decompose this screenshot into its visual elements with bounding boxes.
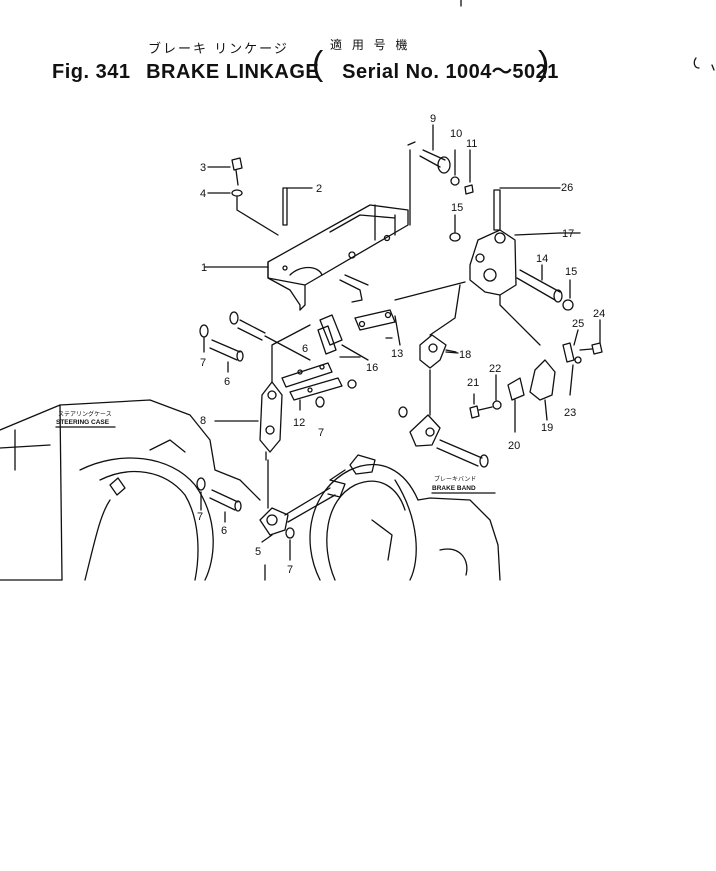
callout-5: 5: [255, 546, 261, 558]
callout-3: 3: [200, 162, 206, 174]
open-paren: (: [312, 45, 324, 83]
link-plate-part-13: [354, 281, 466, 346]
lever-part-8: [214, 324, 311, 461]
clevis-part-16: [317, 314, 369, 361]
clip-part-25: [562, 329, 579, 363]
callout-10: 10: [450, 128, 462, 140]
callout-2: 2: [316, 183, 322, 195]
bolt-part-24: [579, 319, 603, 355]
bolt-part-3: [207, 157, 243, 186]
corner-mark: [693, 57, 700, 69]
bolt-part-26: [493, 187, 561, 231]
callout-23: 23: [564, 407, 576, 419]
steering-case-jp-label: ステアリングケース: [58, 410, 112, 418]
callout-4: 4: [200, 188, 206, 200]
callout-7-bottom: 7: [287, 564, 293, 576]
brake-band: [309, 454, 501, 581]
callout-16: 16: [366, 362, 378, 374]
callout-11: 11: [466, 138, 477, 150]
callout-22: 22: [489, 363, 501, 375]
corner-mark-small: [711, 64, 715, 71]
pin-part-6-upper: [209, 339, 244, 373]
washer-part-4: [207, 189, 279, 236]
rod-end-part-18: [419, 284, 461, 369]
lever-part-5: [259, 459, 346, 543]
washer-part-15-right: [562, 279, 574, 311]
callout-7-middle: 7: [318, 427, 324, 439]
close-paren: ): [538, 45, 550, 83]
callout-9: 9: [430, 113, 436, 125]
callout-17: 17: [562, 228, 574, 240]
pin-part-6-middle: [229, 311, 311, 361]
callout-18: 18: [459, 349, 471, 361]
bracket-part-19: [529, 359, 556, 421]
brake-band-label: BRAKE BAND: [432, 485, 476, 492]
pin-part-14: [516, 264, 563, 303]
callout-7-upper: 7: [200, 357, 206, 369]
link-plates-part-12: [281, 362, 343, 411]
callout-12: 12: [293, 417, 305, 429]
pin-part-9: [419, 124, 451, 174]
washer-part-7-lower: [196, 477, 295, 561]
japanese-title: ブレーキ リンケージ: [148, 42, 289, 57]
callout-26: 26: [561, 182, 573, 194]
washer-part-23: [569, 356, 582, 396]
callout-21: 21: [467, 377, 479, 389]
figure-number: Fig. 341: [52, 61, 131, 83]
callout-19: 19: [541, 422, 553, 434]
washer-part-15-upper: [449, 214, 461, 242]
callout-7-left: 7: [197, 511, 203, 523]
bolt-part-21: [469, 393, 493, 419]
serial-range: Serial No. 1004～5021: [342, 61, 559, 83]
callout-25: 25: [572, 318, 584, 330]
callout-6-middle: 6: [302, 343, 308, 355]
nut-part-10: [450, 149, 460, 186]
callout-8: 8: [200, 415, 206, 427]
pin-part-2: [282, 187, 313, 226]
callout-1: 1: [201, 262, 207, 274]
callout-6-upper: 6: [224, 376, 230, 388]
callout-15-right: 15: [565, 266, 577, 278]
washer-part-7-middle: [315, 379, 357, 408]
region-labels: ステアリングケース STEERING CASE ブレーキバンド BRAKE BA…: [56, 410, 476, 492]
lever-part-17: [469, 229, 561, 346]
callout-13: 13: [391, 348, 403, 360]
figure-heading: Fig. 341 BRAKE LINKAGE ( Serial No. 1004…: [52, 45, 559, 84]
callout-14: 14: [536, 253, 548, 265]
callout-24: 24: [593, 308, 605, 320]
washer-part-7-upper: [199, 324, 209, 353]
callout-15-upper: 15: [451, 202, 463, 214]
bracket-part-1: [267, 141, 416, 311]
callout-6-lower: 6: [221, 525, 227, 537]
pin-part-6-lower: [209, 489, 242, 523]
callout-numbers: 1 2 3 4 5 6 6 6 7 7 7 7 8 9 10 11 12 13 …: [197, 113, 605, 576]
steering-case: [0, 399, 266, 581]
bolt-part-11: [464, 149, 474, 195]
japanese-serial-label: 適 用 号 機: [330, 38, 411, 52]
brake-band-jp-label: ブレーキバンド: [434, 475, 476, 483]
leader-lines: [204, 232, 581, 358]
figure-name: BRAKE LINKAGE: [146, 61, 320, 83]
yoke-assembly: [398, 369, 489, 468]
callout-20: 20: [508, 440, 520, 452]
plate-part-20: [507, 377, 525, 433]
steering-case-label: STEERING CASE: [56, 419, 110, 426]
washer-part-22: [492, 374, 502, 410]
